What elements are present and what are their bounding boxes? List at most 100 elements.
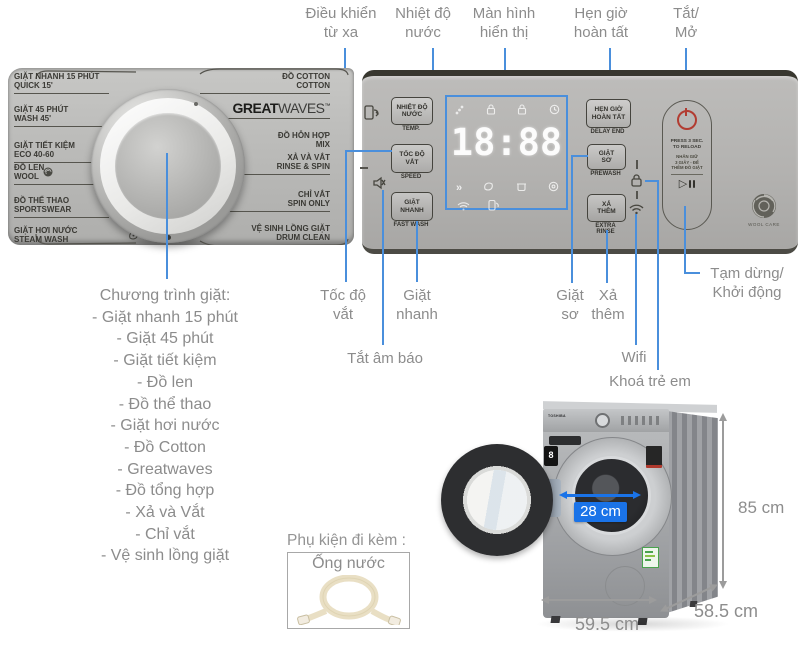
steam-wash-icon [483, 179, 494, 197]
wool-icon [42, 165, 54, 183]
remote-phone-icon [364, 103, 380, 125]
door-width-badge: 28 cm [574, 502, 627, 522]
water-hose-icon [296, 575, 401, 625]
callout-power: Tắt/Mở [673, 5, 699, 41]
label-pause-start: Tạm dừng/Khởi động [710, 265, 784, 301]
display-icons-top [455, 102, 560, 120]
program-list-item: - Đồ thể thao [118, 395, 212, 413]
callout-line-fastwash [416, 221, 418, 282]
program-dial [91, 89, 245, 243]
callout-elbow-pause-h [684, 272, 700, 274]
accessory-box: Ống nước [287, 552, 410, 629]
feature-sticker [646, 446, 662, 468]
program-list: Chương trình giặt: - Giặt nhanh 15 phút … [40, 285, 290, 567]
speed-icon: » [456, 182, 463, 194]
program-list-item: - Chỉ vắt [135, 525, 195, 543]
wool-care-label: WOOL CARE [748, 222, 780, 227]
height-label: 85 cm [738, 498, 785, 517]
callout-line-pause [684, 206, 686, 274]
door-width-arrow [559, 491, 641, 499]
power-press-text: PRESS 3 SEC.TO RELOAD [670, 139, 704, 150]
display-icons-mid: » [456, 179, 559, 197]
label-mute: Tắt âm báo [347, 350, 423, 367]
extra-rinse-button-sub: EXTRA RINSE [595, 223, 616, 235]
dial-pointer [166, 235, 171, 240]
tick-bottom [636, 191, 638, 199]
capacity-badge: 8 [544, 446, 558, 466]
play-pause-icon: ▷ [679, 178, 696, 190]
lock-icon [486, 102, 496, 120]
program-list-item: - Đồ Cotton [124, 438, 206, 456]
button-panel [362, 70, 798, 254]
callout-elbow-spin-h [345, 150, 392, 152]
display-icons-bottom [457, 198, 499, 216]
program-list-item: - Đồ len [136, 373, 194, 391]
label-child-lock: Khoá trẻ em [609, 373, 691, 390]
program-list-item: - Giặt hơi nước [110, 417, 220, 435]
service-flap [605, 566, 645, 606]
tub-icon [516, 179, 527, 197]
energy-label-sticker [642, 547, 659, 568]
greatwaves-logo: GREATWAVES™ [200, 100, 330, 119]
accessory-item-label: Ống nước [312, 555, 385, 572]
woolmark-icon [752, 194, 776, 218]
callout-line-rinse [606, 230, 608, 283]
machine-side-panel [667, 411, 718, 613]
callout-line-mute [382, 190, 384, 345]
spin-speed-button-sub: SPEED [400, 174, 422, 180]
width-label: 59.5 cm [574, 614, 640, 634]
detergent-drawer [549, 436, 581, 445]
machine-brand: TOSHIBA [548, 414, 566, 418]
drum-clean-icon [548, 179, 559, 197]
floor-shadow [535, 616, 730, 632]
callout-elbow-prewash-h [571, 155, 588, 157]
wifi-icon [457, 198, 470, 216]
mute-icon [372, 175, 386, 195]
callout-line-spin [345, 150, 347, 282]
callout-line-wifi [635, 214, 637, 345]
mute-tick [360, 167, 368, 169]
program-list-item: - Xả và Vắt [125, 504, 205, 522]
program-list-item: - Giặt nhanh 15 phút [92, 308, 238, 326]
wifi-panel-icon [629, 202, 644, 220]
delay-clock-icon [549, 102, 560, 120]
phone-icon [487, 198, 499, 216]
dial-marker [194, 102, 198, 106]
child-lock-panel-icon [630, 173, 643, 193]
led-display: 18:88 » [445, 95, 568, 211]
program-list-item: - Vệ sinh lồng giặt [100, 547, 230, 565]
machine-mini-dial [595, 413, 610, 428]
label-wifi: Wifi [621, 349, 647, 366]
callout-line-dial [166, 153, 168, 279]
depth-label: 58.5 cm [694, 601, 759, 621]
display-time: 18:88 [450, 121, 563, 164]
program-list-item: - Đồ tổng hợp [115, 482, 215, 500]
program-list-item: - Giặt 45 phút [116, 330, 214, 348]
spray-icon [455, 102, 464, 120]
prewash-button-sub: PREWASH [590, 171, 621, 177]
program-list-item: - Greatwaves [117, 460, 213, 478]
